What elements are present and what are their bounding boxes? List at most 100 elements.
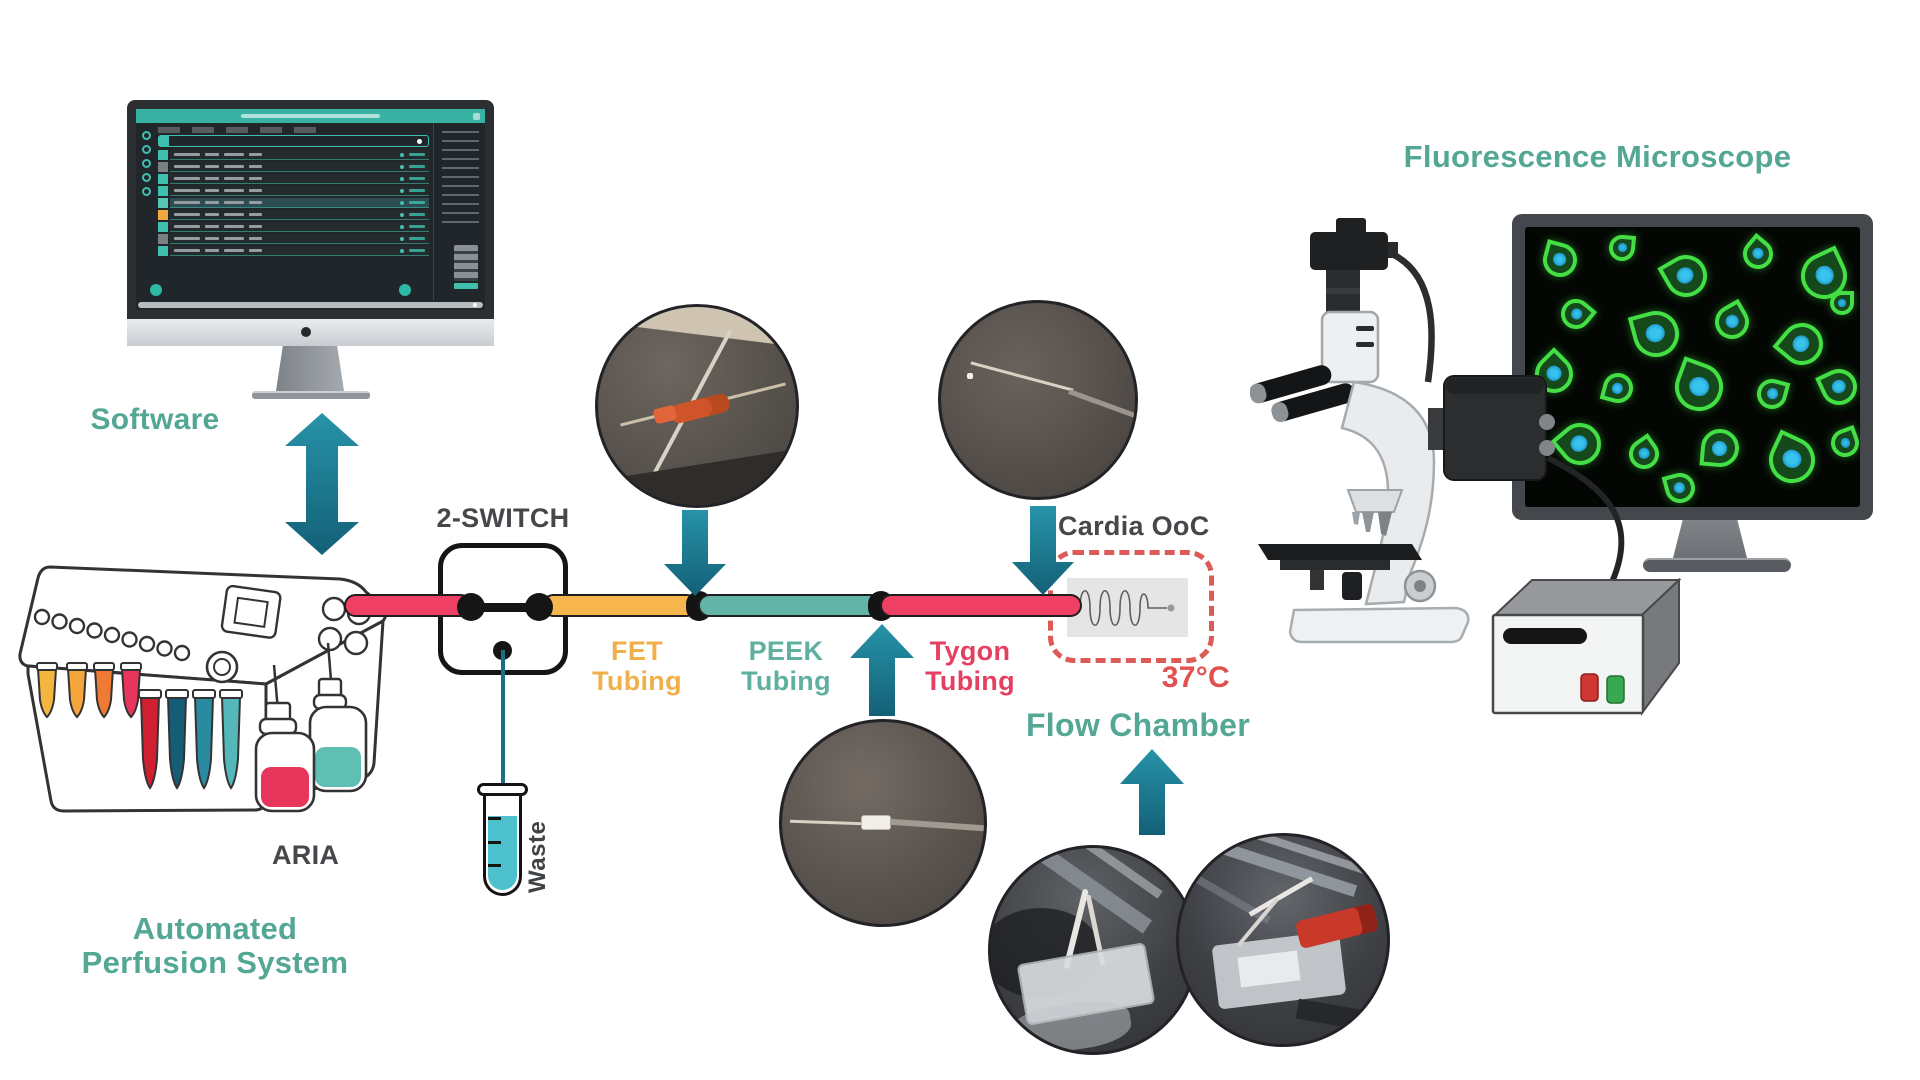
peek-tubing-photo	[938, 300, 1138, 500]
temperature-label: 37°C	[1161, 661, 1230, 694]
monitor-chin	[127, 319, 494, 346]
microscope-stage	[1258, 544, 1422, 560]
aria-label: ARIA	[272, 840, 340, 870]
fluorescent-cell	[1815, 363, 1860, 411]
sidebar-dot	[141, 145, 151, 154]
software-nav-button-left	[150, 284, 162, 296]
software-scrollbar	[138, 302, 483, 308]
machine-button-row	[33, 608, 191, 662]
sidebar-dot	[141, 131, 151, 140]
fluorescent-cell	[1607, 233, 1637, 263]
fluorescent-cell	[1627, 305, 1685, 363]
red-button	[1580, 673, 1599, 702]
monitor-stand-neck	[276, 346, 344, 391]
software-label: Software	[90, 403, 220, 436]
software-table-row	[158, 162, 429, 172]
fluorescence-monitor-neck	[1672, 520, 1748, 562]
double-arrow-icon	[285, 413, 359, 555]
software-titlebar	[136, 109, 485, 123]
fluorescence-monitor	[1512, 214, 1873, 520]
fluorescent-cell	[1827, 425, 1860, 461]
green-button	[1606, 675, 1625, 704]
software-table-row	[158, 246, 429, 256]
machine-display	[220, 584, 282, 639]
switch-port-left	[457, 593, 485, 621]
automated-perfusion-label: Automated Perfusion System	[81, 911, 349, 980]
fluorescent-cell	[1708, 298, 1756, 346]
software-keypad	[454, 245, 478, 281]
cardia-ooc-label: Cardia OoC	[1058, 511, 1210, 541]
perfusion-system-illustration	[18, 565, 388, 813]
objective-lens	[1362, 512, 1374, 532]
fluorescent-cell	[1668, 356, 1730, 418]
fluorescence-microscope-label: Fluorescence Microscope	[1403, 139, 1792, 174]
fet-tubing-photo	[595, 304, 799, 508]
orange-fitting	[668, 392, 732, 425]
down-arrow-cardia-icon	[1012, 506, 1074, 595]
monitor-stand-base	[252, 391, 370, 399]
fluorescent-cell	[1657, 247, 1715, 305]
waste-label: Waste	[524, 820, 551, 893]
sidebar-dot	[141, 173, 151, 182]
software-nav-button-right	[399, 284, 411, 296]
software-main-panel	[156, 123, 433, 300]
fet-tubing-label: FET Tubing	[592, 636, 682, 696]
software-table-row	[158, 234, 429, 244]
peek-tubing-label: PEEK Tubing	[741, 636, 831, 696]
switch-port-right	[525, 593, 553, 621]
software-table-row	[158, 222, 429, 232]
software-table	[158, 150, 429, 256]
switch-link	[471, 603, 539, 612]
waste-tube-rim	[477, 783, 528, 796]
fluorescent-cell	[1753, 375, 1791, 413]
down-arrow-fet-icon	[664, 510, 726, 596]
software-monitor	[127, 100, 494, 319]
up-arrow-flow-chamber-icon	[1120, 749, 1184, 835]
reservoir-tubes	[36, 662, 243, 790]
fluorescent-cell	[1761, 429, 1823, 491]
serpentine-channel	[1071, 589, 1175, 627]
tygon-tubing-label: Tygon Tubing	[925, 636, 1015, 696]
unit-knob	[1539, 440, 1555, 456]
ooc-chip	[1067, 578, 1188, 637]
inlet-tube-pink	[344, 594, 472, 617]
flow-chamber-label: Flow Chamber	[1025, 707, 1251, 743]
fluorescent-cell	[1772, 314, 1832, 374]
software-table-row	[158, 186, 429, 196]
up-arrow-tygon-icon	[850, 624, 914, 716]
monitor-logo-dot	[301, 327, 311, 337]
software-table-row	[158, 174, 429, 184]
waste-test-tube	[483, 790, 522, 896]
eyepieces-icon	[1250, 365, 1356, 423]
waste-tube-line	[501, 650, 505, 860]
tube-coupler	[861, 815, 891, 830]
software-side-panel	[433, 123, 485, 300]
fluorescent-cell	[1830, 291, 1854, 315]
microscope-base	[1288, 606, 1470, 644]
peek-tube	[698, 594, 882, 617]
microscope-illustration	[1250, 218, 1555, 644]
software-screen	[136, 109, 485, 310]
unit-knob	[1539, 414, 1555, 430]
two-switch-label: 2-SWITCH	[436, 503, 570, 533]
tygon-tubing-photo	[779, 719, 987, 927]
fet-tube	[542, 594, 698, 617]
waste-liquid	[488, 816, 517, 890]
software-table-row	[158, 150, 429, 160]
flow-chamber-photo-left	[988, 845, 1198, 1055]
fluorescent-cell	[1599, 369, 1637, 407]
fluorescence-monitor-base	[1643, 558, 1791, 572]
media-bottles	[254, 642, 368, 813]
camera-cable	[1380, 246, 1435, 383]
controller-box	[1491, 577, 1682, 717]
fluorescent-cell	[1736, 232, 1780, 276]
sidebar-dot	[141, 187, 151, 196]
fluorescent-cell	[1699, 427, 1741, 469]
signal-cable	[1546, 455, 1625, 584]
objective-lens	[1378, 512, 1392, 536]
software-table-row	[158, 198, 429, 208]
sidebar-dot	[141, 159, 151, 168]
tygon-tube	[880, 594, 1082, 617]
microscope-camera	[1310, 218, 1398, 314]
